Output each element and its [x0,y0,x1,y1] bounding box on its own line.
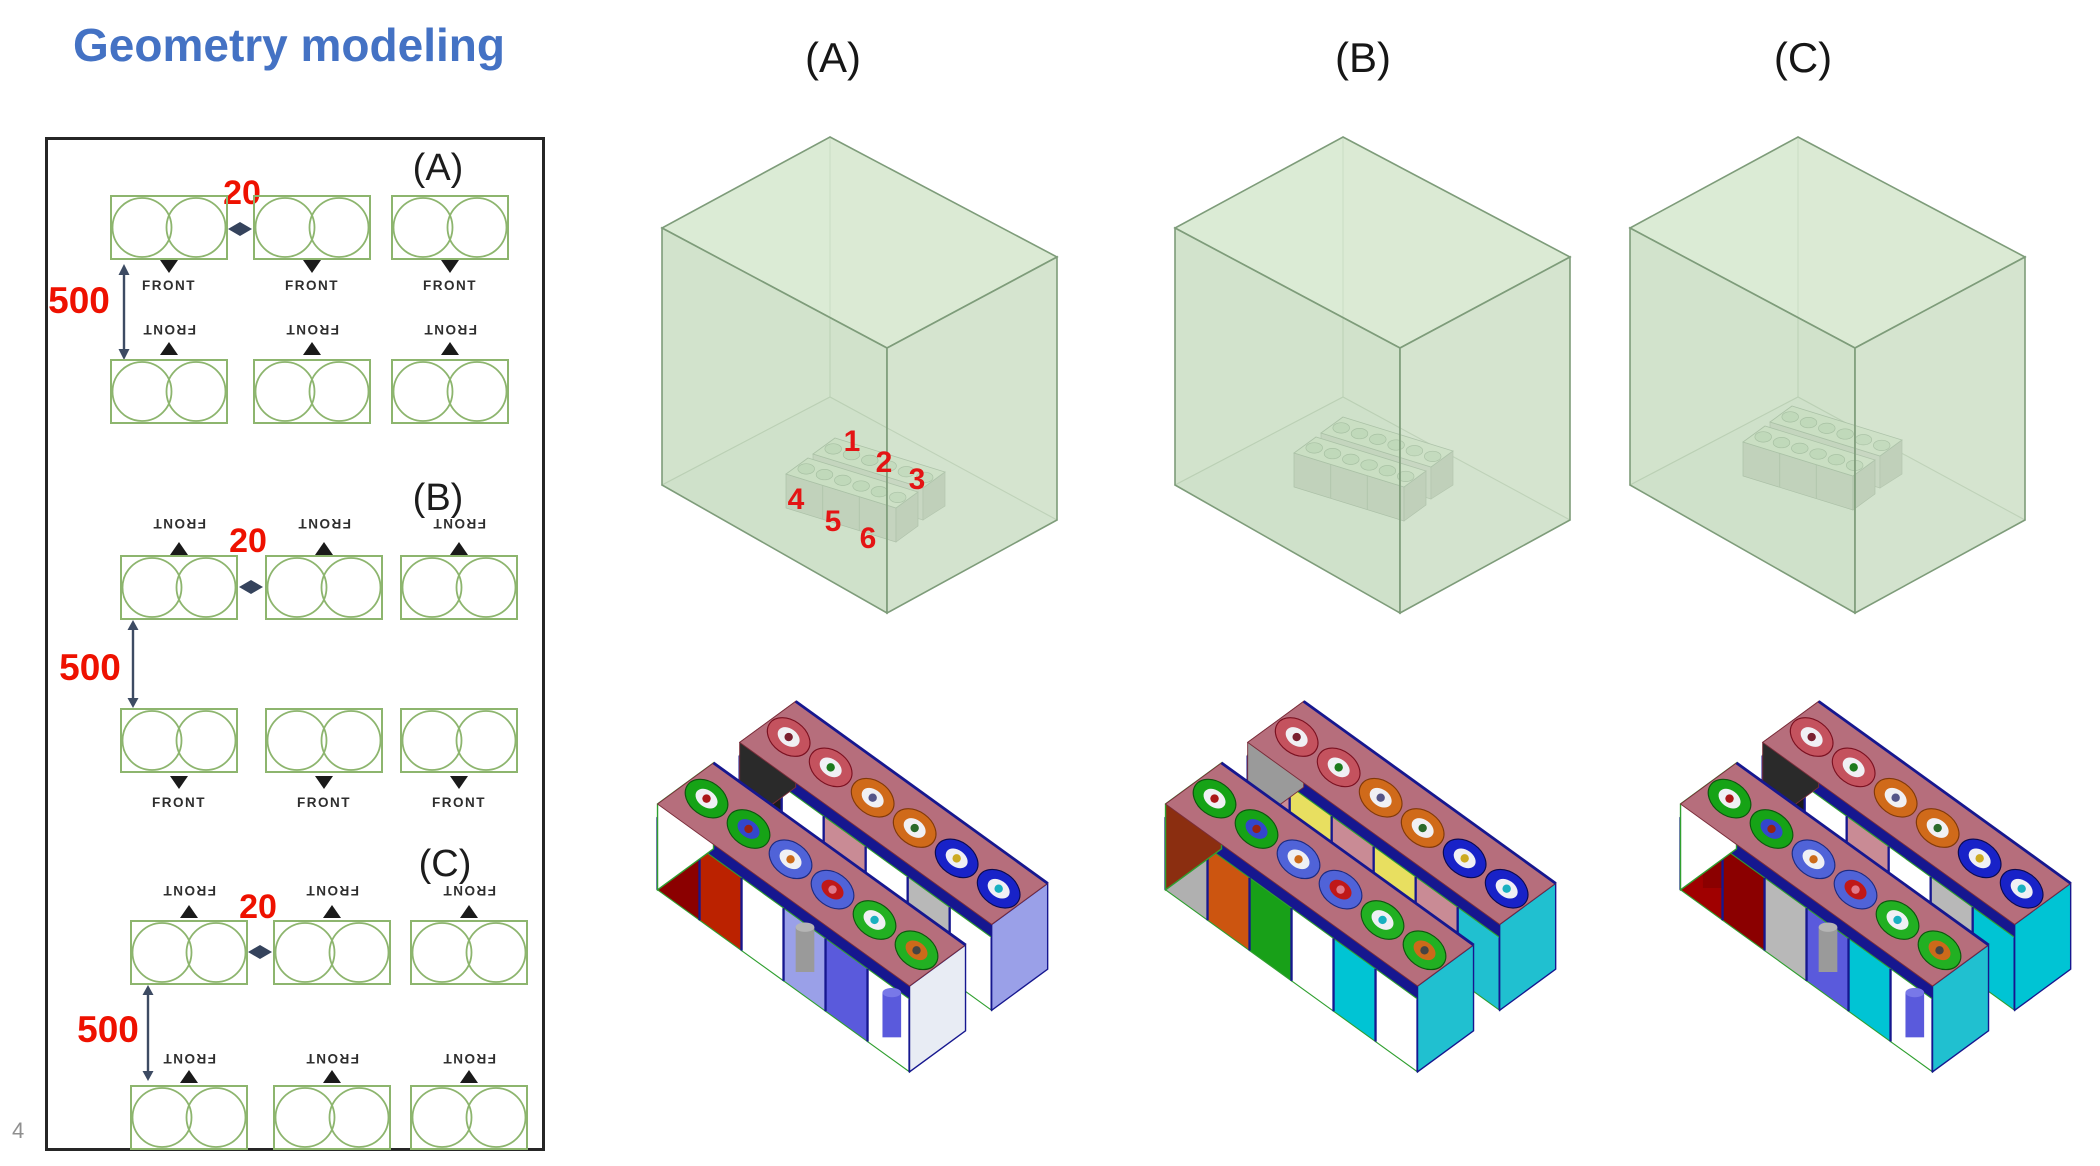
front-label: FRONT [432,795,486,810]
front-label-flipped: FRONT [423,322,477,337]
config-b-diagram: (B) FRONT FRONT FRONT 20 500 FRO [59,477,518,810]
gap-arrow-icon [239,580,263,594]
aisle-dimension: 500 [59,647,121,688]
layout-diagram-panel: (A) 20 FRONT FRONT FRONT 500 FRONT FRONT… [45,137,545,1151]
front-label-flipped: FRONT [152,516,206,531]
rack-top-view [391,195,509,260]
unit-number: 1 [844,425,861,458]
rack-top-view [253,195,371,260]
rack-top-view [400,708,518,773]
cfd-model-b [1164,699,1558,1074]
front-label: FRONT [152,795,206,810]
aisle-dimension: 500 [48,280,110,321]
front-label: FRONT [142,278,196,293]
column-b-header: (B) [1335,34,1391,81]
config-c-diagram: (C) FRONT FRONT FRONT 20 500 FRONT FRONT… [77,843,528,1150]
unit-number: 4 [788,483,805,516]
front-arrow-icon [180,1070,198,1083]
cfd-model-c [1679,699,2073,1074]
page-title: Geometry modeling [73,19,505,71]
front-label-flipped: FRONT [305,883,359,898]
column-c-header: (C) [1773,34,1833,81]
cfd-model-a [656,699,1050,1074]
rack-top-view [120,555,238,620]
rack-top-view [391,359,509,424]
rack-top-view [273,1085,391,1150]
front-arrow-icon [460,1070,478,1083]
column-a-header: (A) [805,34,861,81]
rack-gap-dimension: 20 [223,174,261,212]
front-arrow-icon [323,1070,341,1083]
front-arrow-icon [160,260,178,273]
rack-top-view [273,920,391,985]
front-label-flipped: FRONT [297,516,351,531]
rack-top-view [410,1085,528,1150]
front-arrow-icon [315,776,333,789]
front-label-flipped: FRONT [142,322,196,337]
front-label-flipped: FRONT [432,516,486,531]
front-arrow-icon [441,342,459,355]
front-label: FRONT [297,795,351,810]
front-arrow-icon [180,905,198,918]
rack-top-view [253,359,371,424]
front-arrow-icon [160,342,178,355]
cfd-geometry [1679,699,2073,1074]
front-label-flipped: FRONT [442,1051,496,1066]
unit-number: 6 [860,522,877,555]
config-a-label: (A) [413,147,464,189]
room-domain-b [1174,136,1571,614]
front-arrow-icon [460,905,478,918]
front-label-flipped: FRONT [162,883,216,898]
room-front-faces [1629,136,2026,614]
rack-gap-dimension: 20 [229,522,267,560]
front-arrow-icon [450,542,468,555]
config-b-label: (B) [413,477,464,519]
cfd-geometry [656,699,1050,1074]
room-domain-c [1629,136,2026,614]
front-arrow-icon [315,542,333,555]
front-arrow-icon [303,260,321,273]
rack-top-view [410,920,528,985]
cfd-geometry [1164,699,1558,1074]
front-arrow-icon [303,342,321,355]
rack-top-view [400,555,518,620]
aisle-arrow [142,985,154,1081]
front-arrow-icon [170,542,188,555]
rack-top-view [120,708,238,773]
unit-number: 2 [876,446,893,479]
front-arrow-icon [450,776,468,789]
aisle-arrow [118,264,130,360]
page-number: 4 [12,1118,25,1143]
rack-top-view [130,920,248,985]
front-arrow-icon [441,260,459,273]
config-a-diagram: (A) 20 FRONT FRONT FRONT 500 FRONT FRONT… [48,147,509,424]
rack-top-view [265,555,383,620]
aisle-arrow [127,620,139,708]
rack-gap-dimension: 20 [239,888,277,926]
rack-top-view [110,359,228,424]
front-label-flipped: FRONT [442,883,496,898]
front-label-flipped: FRONT [305,1051,359,1066]
gap-arrow-icon [248,945,272,959]
front-label: FRONT [423,278,477,293]
front-arrow-icon [170,776,188,789]
room-front-faces [1174,136,1571,614]
aisle-dimension: 500 [77,1009,139,1050]
rack-top-view [110,195,228,260]
rack-top-view [130,1085,248,1150]
front-label: FRONT [285,278,339,293]
unit-number: 3 [909,463,926,496]
unit-numbers: 1 2 3 4 5 6 [788,425,926,555]
gap-arrow-icon [228,222,252,236]
front-arrow-icon [323,905,341,918]
unit-number: 5 [825,505,842,538]
front-label-flipped: FRONT [285,322,339,337]
rack-top-view [265,708,383,773]
front-label-flipped: FRONT [162,1051,216,1066]
config-c-label: (C) [419,843,472,885]
room-domain-a: 1 2 3 4 5 6 [661,136,1058,614]
